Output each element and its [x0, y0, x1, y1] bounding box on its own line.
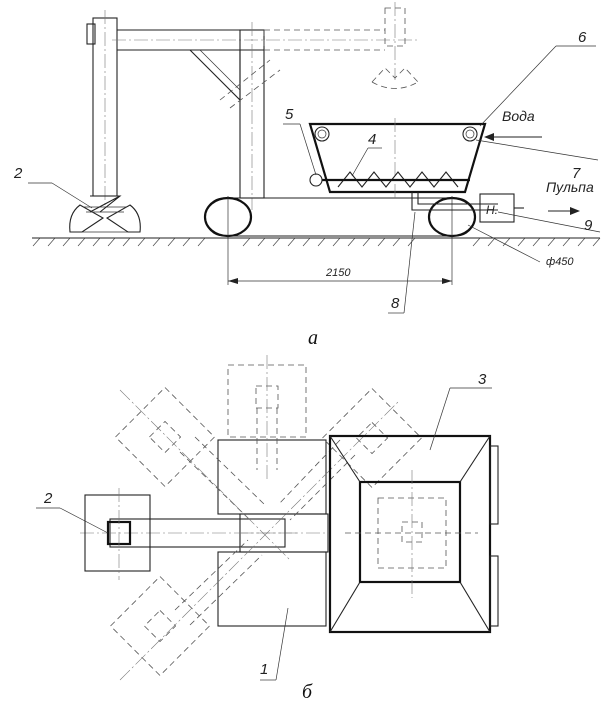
water-label: Вода	[502, 108, 535, 124]
leaders-b: 2 3 1	[36, 371, 492, 681]
water-inlet: Вода	[484, 108, 542, 141]
hopper-plan	[328, 434, 499, 634]
callout-5: 5	[285, 106, 294, 123]
side-view: Н. Вода Пульпа 2150 2 5	[13, 2, 601, 349]
dimension-length: 2150	[228, 267, 452, 284]
wheel-diameter-label: ф450	[546, 256, 574, 268]
callout-7: 7	[572, 165, 581, 182]
pulp-outlet: Пульпа	[546, 179, 594, 215]
callout-9: 9	[584, 217, 593, 234]
crane-column	[86, 10, 118, 205]
crane-boom	[112, 29, 420, 51]
pump-unit: Н.	[479, 193, 524, 223]
track-bottom	[217, 551, 327, 627]
callout-4: 4	[368, 131, 376, 148]
dimension-length-label: 2150	[325, 267, 351, 279]
grab-plan	[84, 488, 151, 580]
pump-label: Н.	[486, 203, 498, 217]
callout-b-3: 3	[478, 371, 487, 388]
caption-b: б	[302, 681, 313, 703]
leaders-a: 2 5 4 6 7 9 ф450 8	[13, 29, 601, 314]
callout-b-1: 1	[260, 661, 268, 678]
track-top	[217, 439, 327, 515]
callout-6: 6	[578, 29, 587, 46]
ground-line	[32, 237, 601, 247]
hopper	[308, 118, 498, 211]
pulp-label: Пульпа	[546, 179, 594, 195]
caption-a: а	[308, 327, 318, 349]
plan-view: 2 3 1 б	[36, 355, 499, 703]
grab-bucket	[69, 195, 141, 233]
callout-8: 8	[391, 295, 400, 312]
boom-alt-positions	[109, 355, 423, 681]
callout-2: 2	[13, 165, 23, 182]
boom-alt-position	[219, 2, 419, 109]
crawler-track	[203, 196, 477, 285]
callout-b-2: 2	[43, 490, 53, 507]
